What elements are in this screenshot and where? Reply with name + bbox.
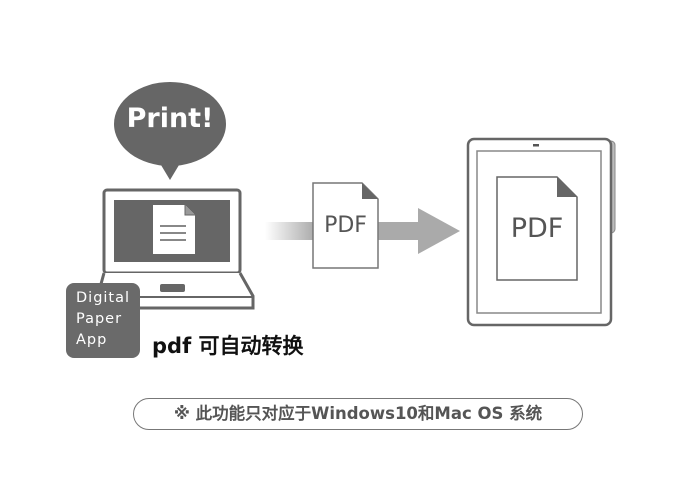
- digital-paper-app-icon: Digital Paper App: [66, 283, 140, 358]
- digital-paper-tablet-icon: [466, 137, 616, 327]
- tablet-pdf-label: PDF: [510, 213, 564, 244]
- pdf-document-icon: [312, 182, 379, 269]
- app-tile-line: App: [76, 332, 108, 348]
- transfer-arrow: [265, 208, 460, 254]
- auto-convert-caption: pdf 可自动转换: [152, 334, 304, 358]
- app-tile-line: Digital: [76, 290, 131, 306]
- speech-bubble: [114, 82, 226, 180]
- app-tile-line: Paper: [76, 311, 123, 327]
- pdf-label: PDF: [324, 213, 367, 238]
- print-bubble-label: Print!: [126, 103, 214, 134]
- compatibility-note: ※ 此功能只对应于Windows10和Mac OS 系统: [133, 398, 583, 430]
